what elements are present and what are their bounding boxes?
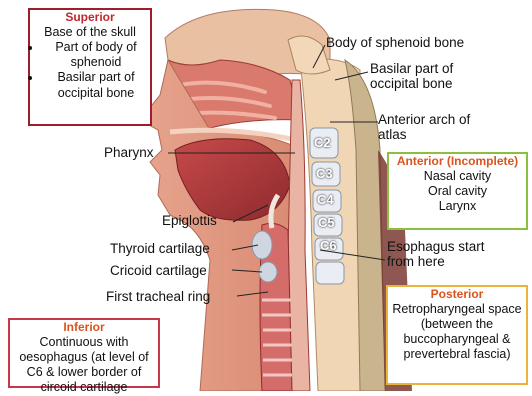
superior-list: Part of body of sphenoid Basilar part of… bbox=[30, 40, 150, 101]
label-first-tracheal-ring: First tracheal ring bbox=[106, 290, 210, 305]
vertebra-label: C4 bbox=[317, 192, 334, 207]
label-anterior-arch-atlas: Anterior arch of atlas bbox=[378, 113, 493, 143]
posterior-box: Posterior Retropharyngeal space (between… bbox=[386, 285, 528, 385]
vertebra-label: C6 bbox=[320, 238, 337, 253]
label-cricoid-cartilage: Cricoid cartilage bbox=[110, 264, 207, 279]
inferior-heading: Inferior bbox=[10, 320, 158, 335]
anterior-box: Anterior (Incomplete) Nasal cavity Oral … bbox=[387, 152, 528, 230]
posterior-heading: Posterior bbox=[388, 287, 526, 302]
superior-heading: Superior bbox=[30, 10, 150, 25]
vertebra-label: C5 bbox=[318, 215, 335, 230]
posterior-text: Retropharyngeal space (between the bucco… bbox=[388, 302, 526, 363]
anterior-item: Nasal cavity bbox=[389, 169, 526, 184]
superior-item: Part of body of sphenoid bbox=[42, 40, 150, 71]
label-epiglottis: Epiglottis bbox=[162, 214, 217, 229]
anterior-heading: Anterior (Incomplete) bbox=[389, 154, 526, 169]
vertebra-label: C2 bbox=[314, 135, 331, 150]
label-thyroid-cartilage: Thyroid cartilage bbox=[110, 242, 210, 257]
inferior-text: Continuous with oesophagus (at level of … bbox=[10, 335, 158, 396]
superior-line1: Base of the skull bbox=[30, 25, 150, 40]
anterior-item: Larynx bbox=[389, 199, 526, 214]
thyroid-cartilage-shape bbox=[252, 231, 272, 259]
superior-box: Superior Base of the skull Part of body … bbox=[28, 8, 152, 126]
inferior-box: Inferior Continuous with oesophagus (at … bbox=[8, 318, 160, 388]
vertebra-label: C3 bbox=[316, 166, 333, 181]
label-basilar-part: Basilar part of occipital bone bbox=[370, 62, 480, 92]
superior-item: Basilar part of occipital bone bbox=[42, 70, 150, 101]
anterior-item: Oral cavity bbox=[389, 184, 526, 199]
label-body-of-sphenoid: Body of sphenoid bone bbox=[326, 36, 464, 51]
label-esophagus: Esophagus start from here bbox=[387, 240, 497, 270]
label-pharynx: Pharynx bbox=[104, 146, 154, 161]
